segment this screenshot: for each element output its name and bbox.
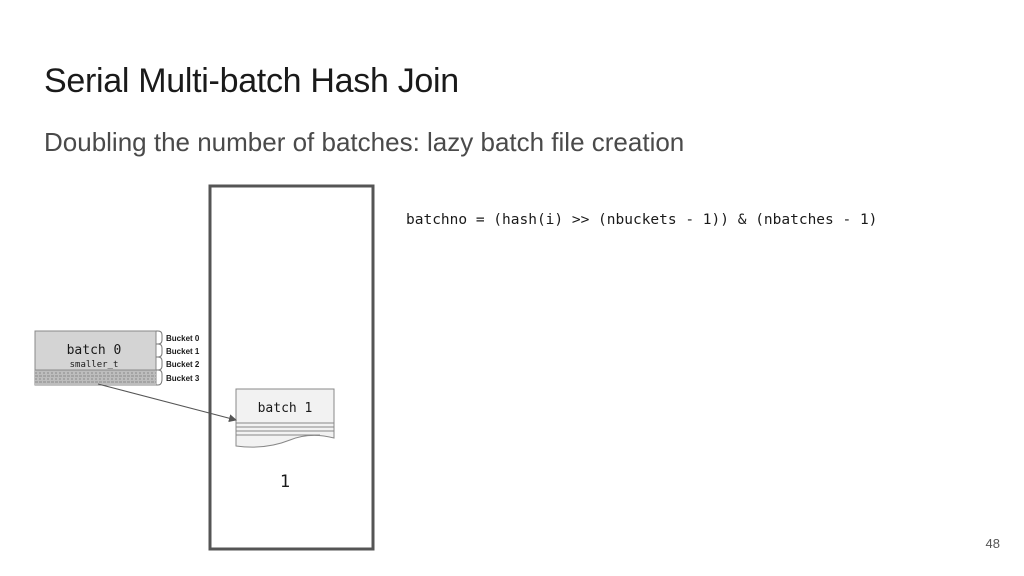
slide-title: Serial Multi-batch Hash Join <box>44 62 459 100</box>
bucket-1-label: Bucket 1 <box>166 347 200 356</box>
batch-1-file <box>235 388 335 448</box>
bucket-0-label: Bucket 0 <box>166 334 200 343</box>
batch-count: 1 <box>280 472 290 492</box>
batch-1-label: batch 1 <box>258 401 313 416</box>
memory-container <box>208 184 375 551</box>
bucket-0-tab <box>156 330 163 345</box>
bucket-2-label: Bucket 2 <box>166 360 200 369</box>
batch-0-group: batch 0 smaller_t Bucket 0 Bucket 1 Buck… <box>34 330 200 386</box>
page-number: 48 <box>985 536 1000 551</box>
bucket-3-label: Bucket 3 <box>166 374 200 383</box>
batch-0-table-label: smaller_t <box>70 360 119 370</box>
bucket-2-tab <box>156 356 163 371</box>
bucket-3-tab <box>156 369 163 386</box>
slide-subtitle: Doubling the number of batches: lazy bat… <box>44 127 685 157</box>
bucket-1-tab <box>156 343 163 358</box>
batchno-formula: batchno = (hash(i) >> (nbuckets - 1)) & … <box>406 212 878 228</box>
batch-0-stripes <box>35 370 156 385</box>
batch-arrow <box>97 383 237 423</box>
batch-1-group: batch 1 <box>235 388 335 448</box>
batch-0-label: batch 0 <box>67 343 122 358</box>
